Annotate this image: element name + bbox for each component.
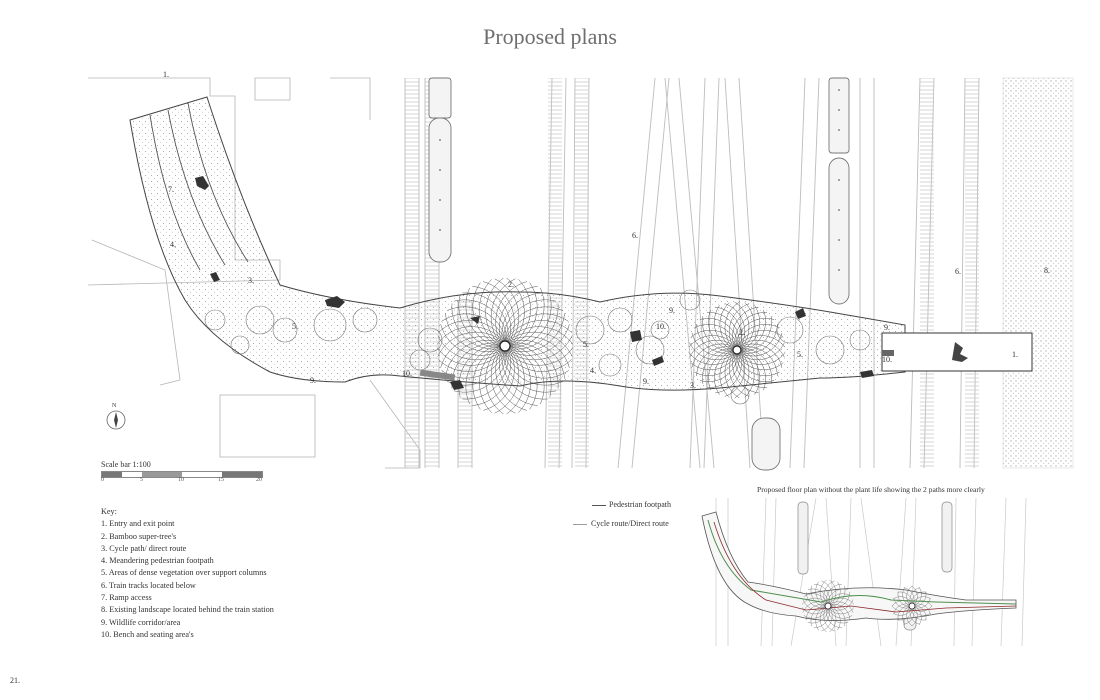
label-vegetation-mid: 5. — [583, 340, 589, 349]
key-item: 9. Wildlife corridor/area — [101, 617, 181, 627]
scale-tick: 0 — [101, 477, 104, 483]
north-arrow-icon — [106, 410, 126, 430]
mini-plan-caption: Proposed floor plan without the plant li… — [757, 485, 985, 494]
super-tree-right — [688, 301, 786, 399]
scale-bar — [101, 471, 263, 478]
pedestrian-legend-label: Pedestrian footpath — [609, 500, 671, 509]
plan-extent — [370, 77, 1073, 469]
label-vegetation-left: 5. — [292, 322, 298, 331]
label-supertree-right: 2. — [739, 328, 745, 337]
cycle-legend-label: Cycle route/Direct route — [591, 519, 669, 528]
seating-figures — [195, 176, 874, 390]
label-wildlife-right: 9. — [884, 323, 890, 332]
label-entry-right: 1. — [1012, 350, 1018, 359]
key-item: 6. Train tracks located below — [101, 580, 196, 590]
key-item: 5. Areas of dense vegetation over suppor… — [101, 568, 267, 578]
key-item: 7. Ramp access — [101, 593, 152, 603]
scale-tick: 15 — [218, 477, 224, 483]
label-vegetation-right: 5. — [797, 350, 803, 359]
label-wildlife-mid-top: 9. — [669, 306, 675, 315]
label-meander-left: 4. — [170, 240, 176, 249]
mini-floor-plan — [701, 498, 1027, 646]
label-entry-top: 1. — [163, 70, 169, 79]
key-item: 10. Bench and seating area's — [101, 629, 194, 639]
scale-label: Scale bar 1:100 — [101, 460, 151, 469]
label-wildlife-mid-bottom: 9. — [643, 377, 649, 386]
key-item: 2. Bamboo super-tree's — [101, 531, 177, 541]
scale-tick: 20 — [256, 477, 262, 483]
key-heading: Key: — [101, 507, 117, 516]
walkway-deck — [129, 96, 906, 391]
north-label: N — [112, 403, 117, 409]
label-supertree-left: 2. — [508, 280, 514, 289]
label-landscape: 8. — [1044, 266, 1050, 275]
ramp-paths — [149, 102, 249, 271]
label-tracks-right: 6. — [955, 267, 961, 276]
page-number: 21. — [10, 676, 20, 685]
key-item: 3. Cycle path/ direct route — [101, 543, 187, 553]
scale-tick: 5 — [140, 477, 143, 483]
label-wildlife-left: 9. — [310, 376, 316, 385]
existing-landscape — [1002, 77, 1074, 469]
label-meander-mid: 4. — [590, 366, 596, 375]
key-item: 8. Existing landscape located behind the… — [101, 605, 274, 615]
page-title: Proposed plans — [483, 24, 617, 49]
key-list: Key: 1. Entry and exit point 2. Bamboo s… — [101, 506, 274, 641]
scale-tick: 10 — [178, 477, 184, 483]
label-cycle-left: 3. — [248, 276, 254, 285]
label-bench-left: 10. — [402, 369, 412, 378]
pedestrian-legend-swatch — [592, 505, 606, 506]
key-item: 4. Meandering pedestrian footpath — [101, 556, 214, 566]
key-item: 1. Entry and exit point — [101, 519, 175, 529]
label-bench-right: 10. — [882, 355, 892, 364]
cycle-legend-swatch — [573, 524, 587, 525]
label-ramp: 7. — [168, 185, 174, 194]
label-cycle-mid: 3. — [690, 381, 696, 390]
label-bench-mid: 10. — [656, 322, 666, 331]
label-tracks-mid: 6. — [632, 231, 638, 240]
trains — [428, 77, 850, 471]
vegetation — [204, 289, 871, 405]
